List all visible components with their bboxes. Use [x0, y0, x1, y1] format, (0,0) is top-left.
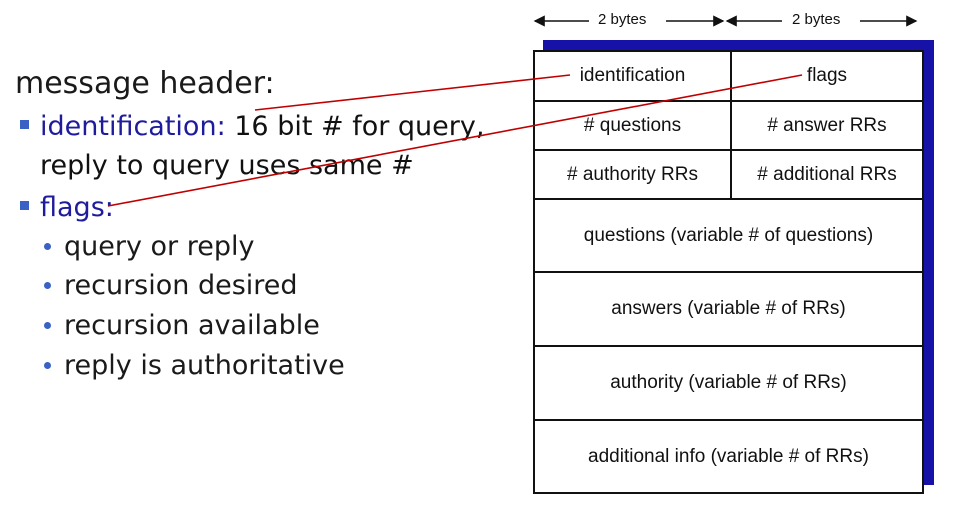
identification-desc-1: 16 bit # for query,: [225, 111, 485, 142]
section-authority: authority (variable # of RRs): [610, 372, 847, 393]
width-label-left: 2 bytes: [598, 11, 647, 28]
width-arrows: [533, 15, 918, 27]
dns-message-box: identification flags # questions # answe…: [533, 50, 924, 494]
width-label-right: 2 bytes: [792, 11, 841, 28]
bullet-square-icon: [20, 201, 29, 210]
bullet-identification: identification: 16 bit # for query,: [40, 108, 484, 146]
sub-bullet: query or reply: [64, 231, 255, 262]
section-questions: questions (variable # of questions): [583, 224, 874, 246]
sub-bullet: recursion available: [64, 310, 320, 341]
bullet-dot-icon: [44, 322, 51, 329]
field-questions-count: # questions: [583, 114, 682, 136]
divider: [535, 419, 922, 421]
divider: [535, 345, 922, 347]
term-flags: flags:: [40, 192, 114, 223]
identification-desc-2: reply to query uses same #: [40, 150, 414, 181]
field-answer-rrs: # answer RRs: [767, 114, 887, 136]
field-flags: flags: [806, 65, 848, 86]
field-additional-rrs: # additional RRs: [757, 163, 897, 185]
connector-identification: [254, 74, 571, 111]
page-title: message header:: [15, 66, 275, 101]
bullet-identification-cont: reply to query uses same #: [40, 147, 414, 185]
field-authority-rrs: # authority RRs: [567, 163, 698, 185]
bullet-dot-icon: [44, 243, 51, 250]
bullet-dot-icon: [44, 362, 51, 369]
sub-bullet: reply is authoritative: [64, 350, 345, 381]
bullet-flags: flags:: [40, 189, 114, 227]
section-additional: additional info (variable # of RRs): [588, 445, 869, 467]
sub-bullet: recursion desired: [64, 270, 298, 301]
section-answers: answers (variable # of RRs): [611, 298, 846, 319]
field-identification: identification: [579, 65, 686, 86]
term-identification: identification:: [40, 111, 226, 142]
bullet-dot-icon: [44, 282, 51, 289]
divider: [535, 271, 922, 273]
bullet-square-icon: [20, 120, 29, 129]
